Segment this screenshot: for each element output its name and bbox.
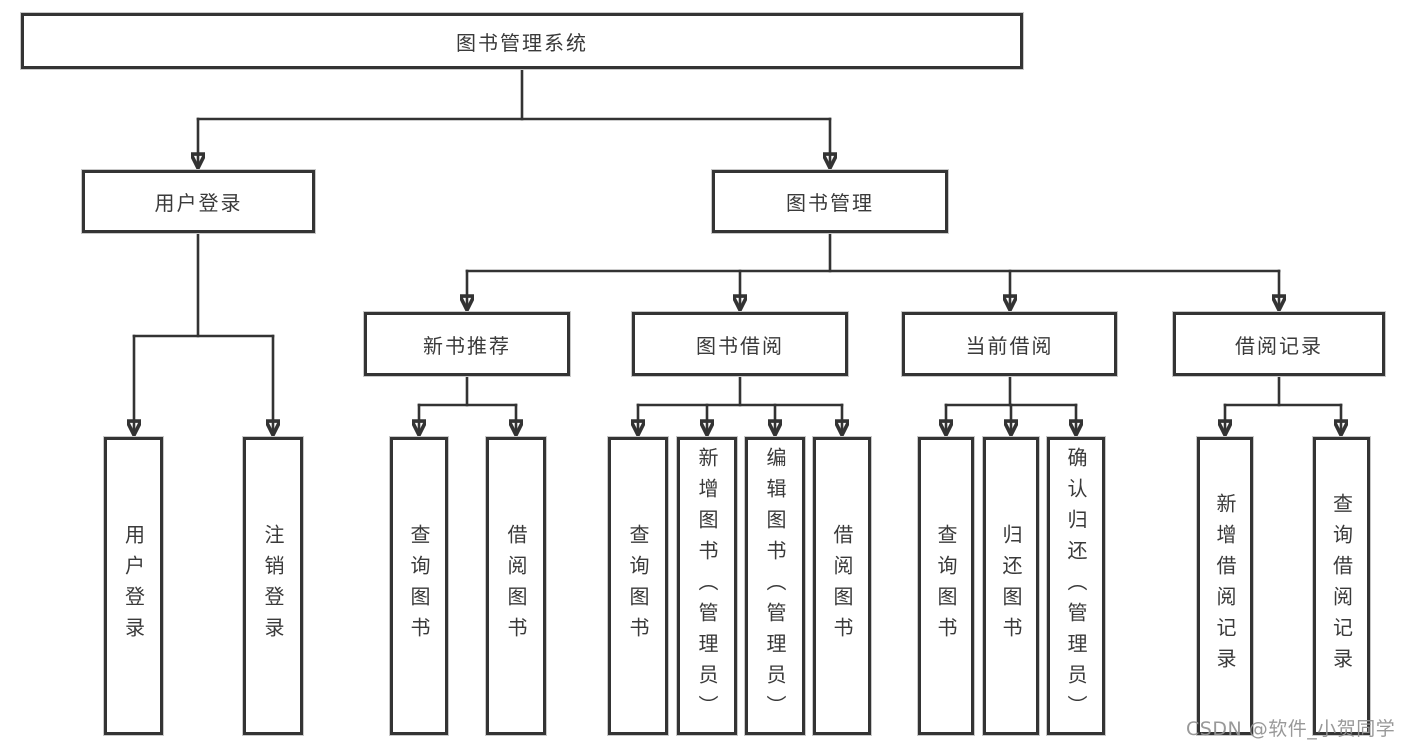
node-book-borrow: 图书借阅	[632, 312, 848, 376]
leaf-current-confirm-return-admin: 确认归还（管理员）	[1047, 437, 1105, 735]
node-borrow-records: 借阅记录	[1173, 312, 1385, 376]
node-label: 图书借阅	[696, 333, 784, 358]
edges-book-mgmt-to-level3	[467, 231, 1279, 308]
edges-root-to-level2	[198, 67, 830, 166]
node-label: 确认归还（管理员）	[1064, 446, 1088, 726]
node-book-management: 图书管理	[712, 170, 948, 233]
node-label: 借阅记录	[1235, 333, 1323, 358]
leaf-user-login: 用户登录	[104, 437, 163, 735]
node-label: 归还图书	[999, 524, 1023, 648]
node-label: 查询图书	[626, 524, 650, 648]
node-label: 图书管理系统	[456, 30, 588, 55]
node-label: 查询借阅记录	[1329, 493, 1354, 679]
node-label: 用户登录	[121, 524, 146, 648]
node-label: 查询图书	[934, 524, 958, 648]
node-label: 新书推荐	[423, 333, 511, 358]
node-label: 当前借阅	[965, 333, 1054, 358]
leaf-borrow-query-book: 查询图书	[608, 437, 668, 735]
leaf-current-return-book: 归还图书	[983, 437, 1039, 735]
node-library-system: 图书管理系统	[21, 13, 1023, 69]
watermark-text: CSDN @软件_小贺同学	[1186, 718, 1396, 740]
leaf-records-query-record: 查询借阅记录	[1313, 437, 1370, 735]
node-label: 新增图书（管理员）	[695, 446, 719, 726]
node-label: 查询图书	[407, 524, 431, 648]
node-label: 借阅图书	[830, 524, 854, 648]
leaf-borrow-add-book-admin: 新增图书（管理员）	[677, 437, 737, 735]
edges-current-borrow	[946, 374, 1076, 433]
leaf-logout: 注销登录	[243, 437, 303, 735]
node-label: 编辑图书（管理员）	[763, 446, 787, 726]
node-new-book-recommend: 新书推荐	[364, 312, 570, 376]
edges-new-book-recommend	[419, 374, 516, 433]
leaf-newrec-borrow-book: 借阅图书	[486, 437, 546, 735]
node-current-borrow: 当前借阅	[902, 312, 1117, 376]
leaf-borrow-edit-book-admin: 编辑图书（管理员）	[745, 437, 805, 735]
leaf-records-add-record: 新增借阅记录	[1197, 437, 1253, 735]
leaf-current-query-book: 查询图书	[918, 437, 974, 735]
edges-user-login-to-leaves	[134, 231, 273, 433]
leaf-borrow-borrow-book: 借阅图书	[813, 437, 871, 735]
node-label: 用户登录	[154, 191, 243, 215]
leaf-newrec-query-book: 查询图书	[390, 437, 448, 735]
node-user-login: 用户登录	[82, 170, 315, 233]
node-label: 借阅图书	[504, 524, 528, 648]
edges-borrow-records	[1225, 374, 1341, 433]
edges-book-borrow	[638, 374, 842, 433]
node-label: 注销登录	[261, 524, 285, 648]
node-label: 新增借阅记录	[1213, 493, 1237, 679]
node-label: 图书管理	[786, 191, 874, 215]
